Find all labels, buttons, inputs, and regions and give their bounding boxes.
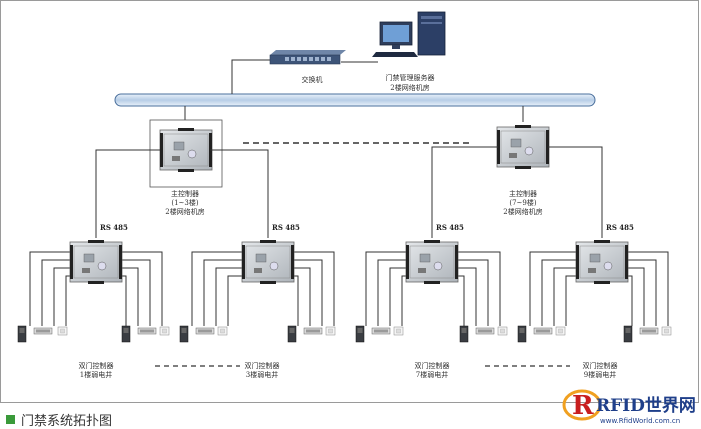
svg-text:R: R — [572, 391, 594, 421]
card-reader-icon — [459, 325, 469, 343]
door-controller-7-label-2: 7楼弱电井 — [416, 370, 448, 379]
door-lock-icon — [33, 327, 53, 335]
controller-board-icon — [496, 124, 550, 170]
main-controller-frame — [149, 119, 223, 188]
door-lock-icon — [475, 327, 495, 335]
figure-caption: 门禁系统拓扑图 — [6, 410, 112, 429]
door-lock-icon — [533, 327, 553, 335]
door-controller-group — [517, 239, 672, 343]
door-controller-7-label-1: 双门控制器 — [415, 361, 450, 370]
caption-square-icon — [6, 415, 15, 424]
door-lock-icon — [303, 327, 323, 335]
card-reader-icon — [287, 325, 297, 343]
door-controller-group — [355, 239, 508, 343]
door-controller-3-label-1: 双门控制器 — [245, 361, 280, 370]
door-lock-icon — [137, 327, 157, 335]
exit-button-icon — [217, 326, 228, 336]
server-icon — [372, 11, 446, 57]
card-reader-icon — [179, 325, 189, 343]
door-controller-group — [17, 239, 170, 343]
main-controller-1-label-1: 主控制器 — [171, 189, 199, 198]
card-reader-icon — [121, 325, 131, 343]
server-label-2: 2楼网络机房 — [390, 83, 429, 92]
controller-board-icon — [405, 239, 459, 285]
door-controller-9-label-1: 双门控制器 — [583, 361, 618, 370]
diagram-frame — [0, 0, 699, 403]
rs485-label: RS 485 — [100, 223, 128, 232]
main-controller-2-label-1: 主控制器 — [509, 189, 537, 198]
exit-button-icon — [57, 326, 68, 336]
card-reader-icon — [17, 325, 27, 343]
door-controller-1-label-2: 1楼弱电井 — [80, 370, 112, 379]
door-controller-3-label-2: 3楼弱电井 — [246, 370, 278, 379]
rs485-wires — [95, 146, 603, 238]
rfid-world-logo: R RFID世界网 www.RfidWorld.com.cn — [562, 389, 696, 425]
rs485-label: RS 485 — [606, 223, 634, 232]
door-controller-1-label-1: 双门控制器 — [79, 361, 114, 370]
switch-icon — [269, 50, 346, 65]
logo-url: www.RfidWorld.com.cn — [600, 417, 680, 425]
bus-drop-wires — [184, 106, 524, 122]
controller-board-icon — [69, 239, 123, 285]
main-controller-2-label-2: (7~9楼) — [509, 198, 537, 207]
main-controller-2-label-3: 2楼网络机房 — [503, 207, 542, 216]
controller-board-icon — [575, 239, 629, 285]
network-bus — [114, 93, 596, 107]
controller-board-icon — [159, 127, 213, 173]
door-lock-icon — [195, 327, 215, 335]
exit-button-icon — [325, 326, 336, 336]
door-controller-9-label-2: 9楼弱电井 — [584, 370, 616, 379]
door-lock-icon — [639, 327, 659, 335]
server-label-1: 门禁管理服务器 — [386, 73, 435, 82]
exit-button-icon — [497, 326, 508, 336]
exit-button-icon — [661, 326, 672, 336]
door-controller-group — [179, 239, 336, 343]
network-wires — [231, 59, 378, 94]
controller-board-icon — [241, 239, 295, 285]
door-lock-icon — [371, 327, 391, 335]
card-reader-icon — [517, 325, 527, 343]
switch-label: 交换机 — [302, 75, 323, 84]
exit-button-icon — [393, 326, 404, 336]
exit-button-icon — [555, 326, 566, 336]
main-controller-1-label-2: (1~3楼) — [171, 198, 199, 207]
caption-text: 门禁系统拓扑图 — [21, 414, 113, 429]
rs485-label: RS 485 — [272, 223, 300, 232]
logo-text: RFID世界网 — [596, 396, 696, 416]
main-controller-1-label-3: 2楼网络机房 — [165, 207, 204, 216]
card-reader-icon — [355, 325, 365, 343]
exit-button-icon — [159, 326, 170, 336]
rs485-label: RS 485 — [436, 223, 464, 232]
card-reader-icon — [623, 325, 633, 343]
